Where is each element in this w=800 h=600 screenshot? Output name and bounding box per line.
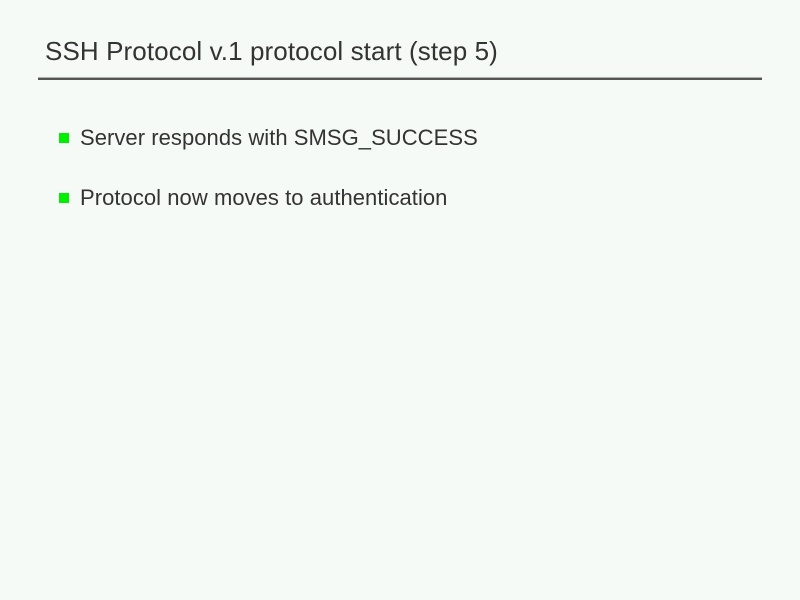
bullet-item-label: Protocol now moves to authentication	[80, 185, 448, 210]
list-item: Protocol now moves to authentication	[59, 184, 759, 212]
green-square-bullet-icon	[59, 193, 69, 203]
title-divider	[38, 77, 762, 80]
list-item: Server responds with SMSG_SUCCESS	[59, 124, 759, 152]
green-square-bullet-icon	[59, 133, 69, 143]
slide-title-block: SSH Protocol v.1 protocol start (step 5)	[38, 34, 762, 80]
page-title: SSH Protocol v.1 protocol start (step 5)	[45, 36, 498, 66]
slide-bullet-list: Server responds with SMSG_SUCCESS Protoc…	[59, 124, 759, 244]
bullet-item-label: Server responds with SMSG_SUCCESS	[80, 125, 478, 150]
